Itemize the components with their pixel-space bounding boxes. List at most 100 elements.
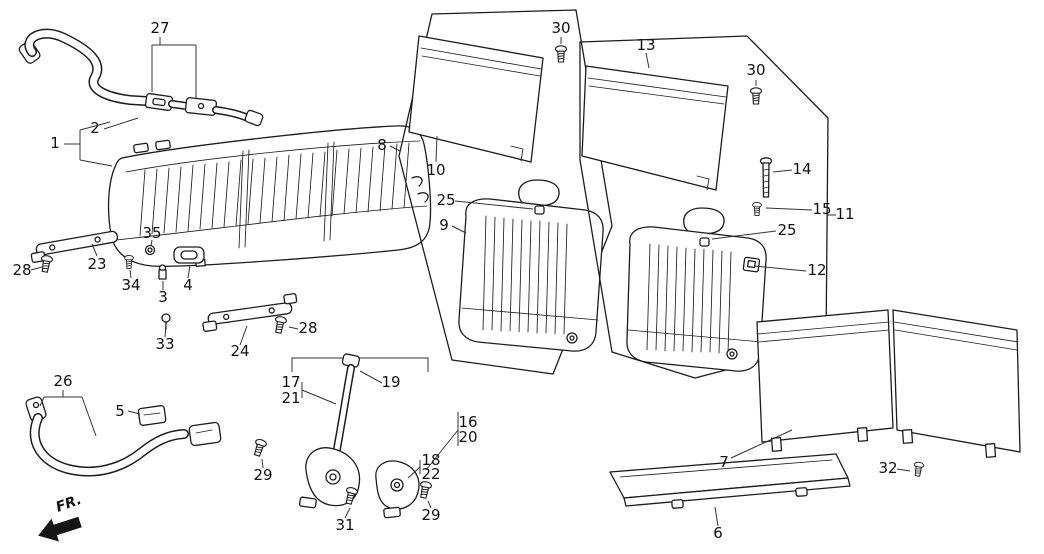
bolt-28b-drawing (272, 315, 288, 335)
screw-15-drawing (752, 202, 762, 216)
recliner-plate-drawing (298, 447, 361, 509)
part-label-23: 23 (87, 255, 106, 273)
callout-29a: 29 (253, 458, 273, 484)
part-label-14: 14 (792, 160, 811, 178)
callout-13: 13 (636, 36, 656, 69)
part-label-13: 13 (636, 36, 655, 54)
callout-29b: 29 (421, 500, 441, 524)
callout-32: 32 (878, 459, 911, 477)
callout-2: 2 (90, 117, 139, 137)
shelf-panel-10-drawing (408, 35, 544, 163)
seatbelt-lower-drawing (25, 396, 222, 477)
bolt-28a-drawing (38, 254, 54, 274)
callout-33: 33 (155, 323, 175, 353)
callout-26: 26 (39, 372, 97, 437)
part-label-21: 21 (281, 389, 300, 407)
part-label-5: 5 (115, 402, 125, 420)
recliner-lever-drawing (331, 353, 360, 464)
back-frame-left-outline (398, 9, 613, 375)
seatback-center-drawing (458, 179, 604, 352)
callout-6: 6 (713, 506, 723, 542)
screw-32-drawing (912, 461, 925, 478)
part-label-30a: 30 (551, 19, 570, 37)
callout-10: 10 (426, 135, 446, 179)
part-label-6: 6 (713, 524, 723, 542)
part-label-17: 17 (281, 373, 300, 391)
callout-25b: 25 (711, 221, 797, 240)
seat-cushion-drawing (107, 125, 432, 267)
part-label-22: 22 (421, 465, 440, 483)
callout-23: 23 (87, 243, 107, 273)
part-label-11: 11 (835, 205, 854, 223)
floor-panel-6-drawing (609, 453, 851, 509)
part-label-3: 3 (158, 288, 168, 306)
callout-12: 12 (753, 261, 827, 279)
part-label-27: 27 (150, 19, 169, 37)
callout-5: 5 (115, 402, 141, 420)
callout-15: 15 (765, 200, 832, 218)
part-label-1: 1 (50, 134, 60, 152)
callout-28a: 28 (12, 261, 43, 279)
folded-panel-right-drawing (892, 309, 1021, 458)
screw-30a-drawing (554, 45, 568, 63)
callout-24: 24 (230, 325, 250, 360)
callout-31: 31 (335, 507, 355, 534)
part-label-32: 32 (878, 459, 897, 477)
part-label-19: 19 (381, 373, 400, 391)
callout-27: 27 (150, 19, 197, 98)
fr-label: FR. (54, 492, 84, 516)
part-label-29a: 29 (253, 466, 272, 484)
callout-30b: 30 (746, 61, 766, 86)
part-label-28b: 28 (298, 319, 317, 337)
part-label-25a: 25 (436, 191, 455, 209)
part-label-34: 34 (121, 276, 140, 294)
small-fastener-parts-drawing (124, 244, 205, 330)
callout-35: 35 (142, 224, 162, 247)
callout-14: 14 (772, 160, 812, 178)
slide-rail-right-drawing (202, 293, 298, 332)
part-label-2: 2 (90, 119, 100, 137)
part-label-20: 20 (458, 428, 477, 446)
part-label-16: 16 (458, 413, 477, 431)
callout-28b: 28 (288, 319, 318, 337)
callout-30a: 30 (551, 19, 571, 44)
bolt-14-drawing (759, 157, 773, 198)
callout-8: 8 (377, 136, 401, 154)
callout-3: 3 (158, 281, 168, 306)
part-label-30b: 30 (746, 61, 765, 79)
callout-9: 9 (439, 216, 467, 234)
callout-11: 11 (827, 205, 855, 223)
part-label-29b: 29 (421, 506, 440, 524)
part-label-12: 12 (807, 261, 826, 279)
callout-19: 19 (359, 370, 401, 391)
folded-panel-left-drawing (756, 309, 894, 452)
part-label-28a: 28 (12, 261, 31, 279)
callout-34: 34 (121, 269, 141, 294)
bolt-29a-drawing (251, 437, 268, 458)
callout-1: 1 (50, 121, 113, 167)
part-label-15: 15 (812, 200, 831, 218)
part-label-31: 31 (335, 516, 354, 534)
part-label-24: 24 (230, 342, 249, 360)
seatbelt-upper-drawing (18, 28, 264, 127)
recliner-bracket-drawing (375, 460, 420, 519)
callout-25a: 25 (436, 191, 534, 210)
part-label-26: 26 (53, 372, 72, 390)
callout-4: 4 (183, 264, 193, 294)
part-label-4: 4 (183, 276, 193, 294)
part-label-7: 7 (719, 453, 729, 471)
bolt-29b-drawing (417, 480, 433, 500)
part-label-25b: 25 (777, 221, 796, 239)
part-label-18: 18 (421, 451, 440, 469)
fr-direction-arrow: FR. (38, 492, 84, 542)
part-label-10: 10 (426, 161, 445, 179)
slide-rail-left-drawing (30, 230, 119, 263)
screw-30b-drawing (749, 87, 763, 105)
part-label-35: 35 (142, 224, 161, 242)
callout-7: 7 (719, 429, 793, 471)
part-label-33: 33 (155, 335, 174, 353)
